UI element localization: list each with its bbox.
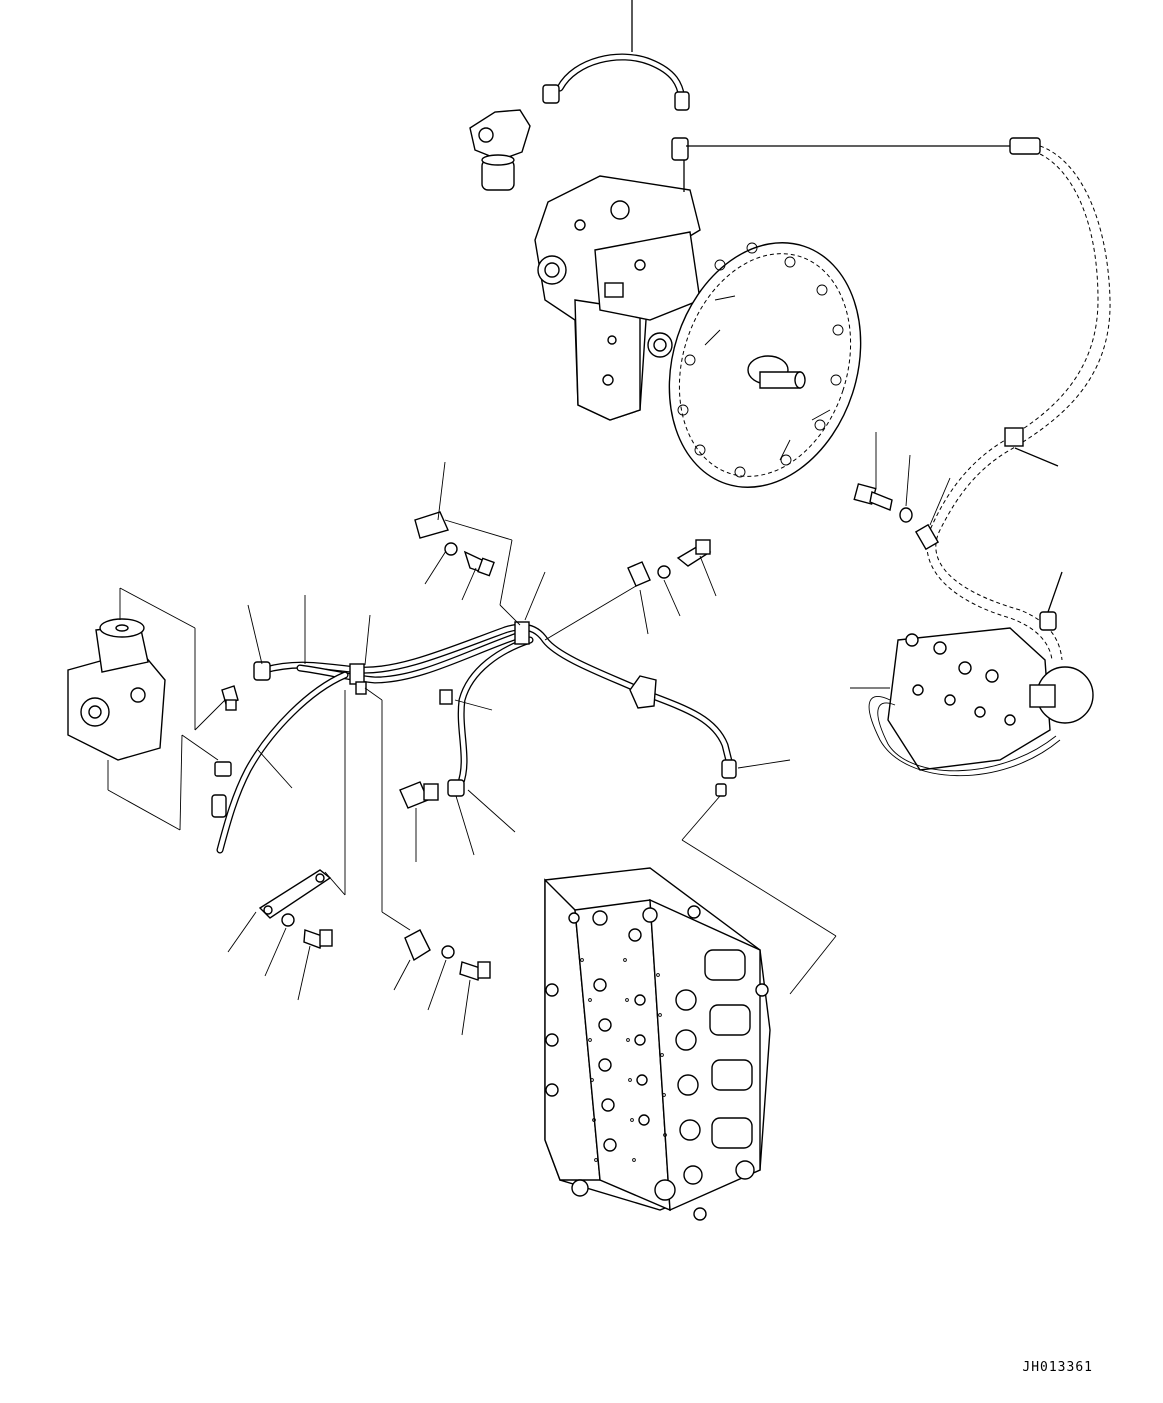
right-hose-dashed <box>914 145 1111 661</box>
clamp-bolt-right <box>544 539 717 641</box>
pilot-valve-block <box>850 627 1094 777</box>
hose-harness <box>211 621 737 854</box>
left-valve-block <box>67 587 226 831</box>
clamp-bolt-lower <box>364 687 491 1036</box>
plate-bolt-lower <box>227 690 346 1001</box>
control-valve <box>544 867 771 1221</box>
elbow-fitting-mid <box>399 781 439 862</box>
main-pump-assembly <box>534 175 862 488</box>
drawing-id-label: JH013361 <box>1022 1360 1093 1375</box>
filter-valve <box>469 109 531 191</box>
bolt-washer-right <box>853 432 951 526</box>
left-fittings <box>214 685 239 777</box>
top-pilot-hose <box>542 0 690 111</box>
clamp-bolt-top <box>414 461 521 626</box>
leader-lines <box>247 571 837 995</box>
tee-fitting-and-line <box>671 137 1041 192</box>
